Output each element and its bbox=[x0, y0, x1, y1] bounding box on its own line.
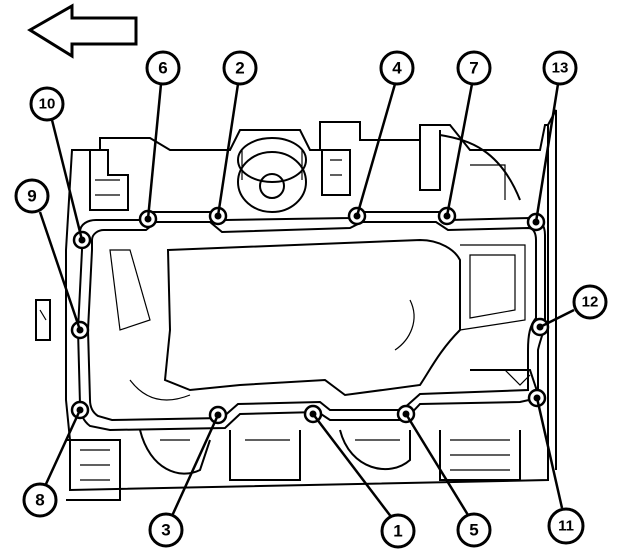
svg-text:13: 13 bbox=[552, 60, 569, 77]
callout-1: 1 bbox=[380, 513, 416, 549]
callout-8: 8 bbox=[22, 482, 58, 518]
svg-text:6: 6 bbox=[158, 59, 167, 78]
engine-block-outline bbox=[35, 109, 557, 501]
svg-text:12: 12 bbox=[582, 294, 599, 311]
svg-text:2: 2 bbox=[235, 59, 244, 78]
svg-text:9: 9 bbox=[27, 187, 36, 206]
svg-text:8: 8 bbox=[35, 491, 44, 510]
callout-10: 10 bbox=[29, 86, 65, 122]
callout-12: 12 bbox=[572, 284, 608, 320]
svg-text:3: 3 bbox=[161, 521, 170, 540]
svg-text:4: 4 bbox=[392, 59, 402, 78]
oil-pan-flange bbox=[76, 211, 546, 432]
callout-11: 11 bbox=[547, 507, 585, 545]
svg-text:11: 11 bbox=[558, 518, 574, 535]
callout-5: 5 bbox=[456, 512, 492, 548]
callout-4: 4 bbox=[379, 50, 415, 86]
callout-7: 7 bbox=[456, 50, 492, 86]
callout-13: 13 bbox=[542, 50, 578, 86]
svg-text:1: 1 bbox=[393, 522, 402, 541]
callout-6: 6 bbox=[145, 50, 181, 86]
svg-text:10: 10 bbox=[39, 96, 56, 113]
callout-2: 2 bbox=[222, 50, 258, 86]
svg-text:5: 5 bbox=[469, 521, 478, 540]
leader-lines bbox=[38, 83, 575, 519]
svg-text:7: 7 bbox=[469, 59, 478, 78]
callout-9: 9 bbox=[14, 178, 50, 214]
front-direction-arrow-icon bbox=[27, 3, 138, 59]
callout-3: 3 bbox=[148, 512, 184, 548]
